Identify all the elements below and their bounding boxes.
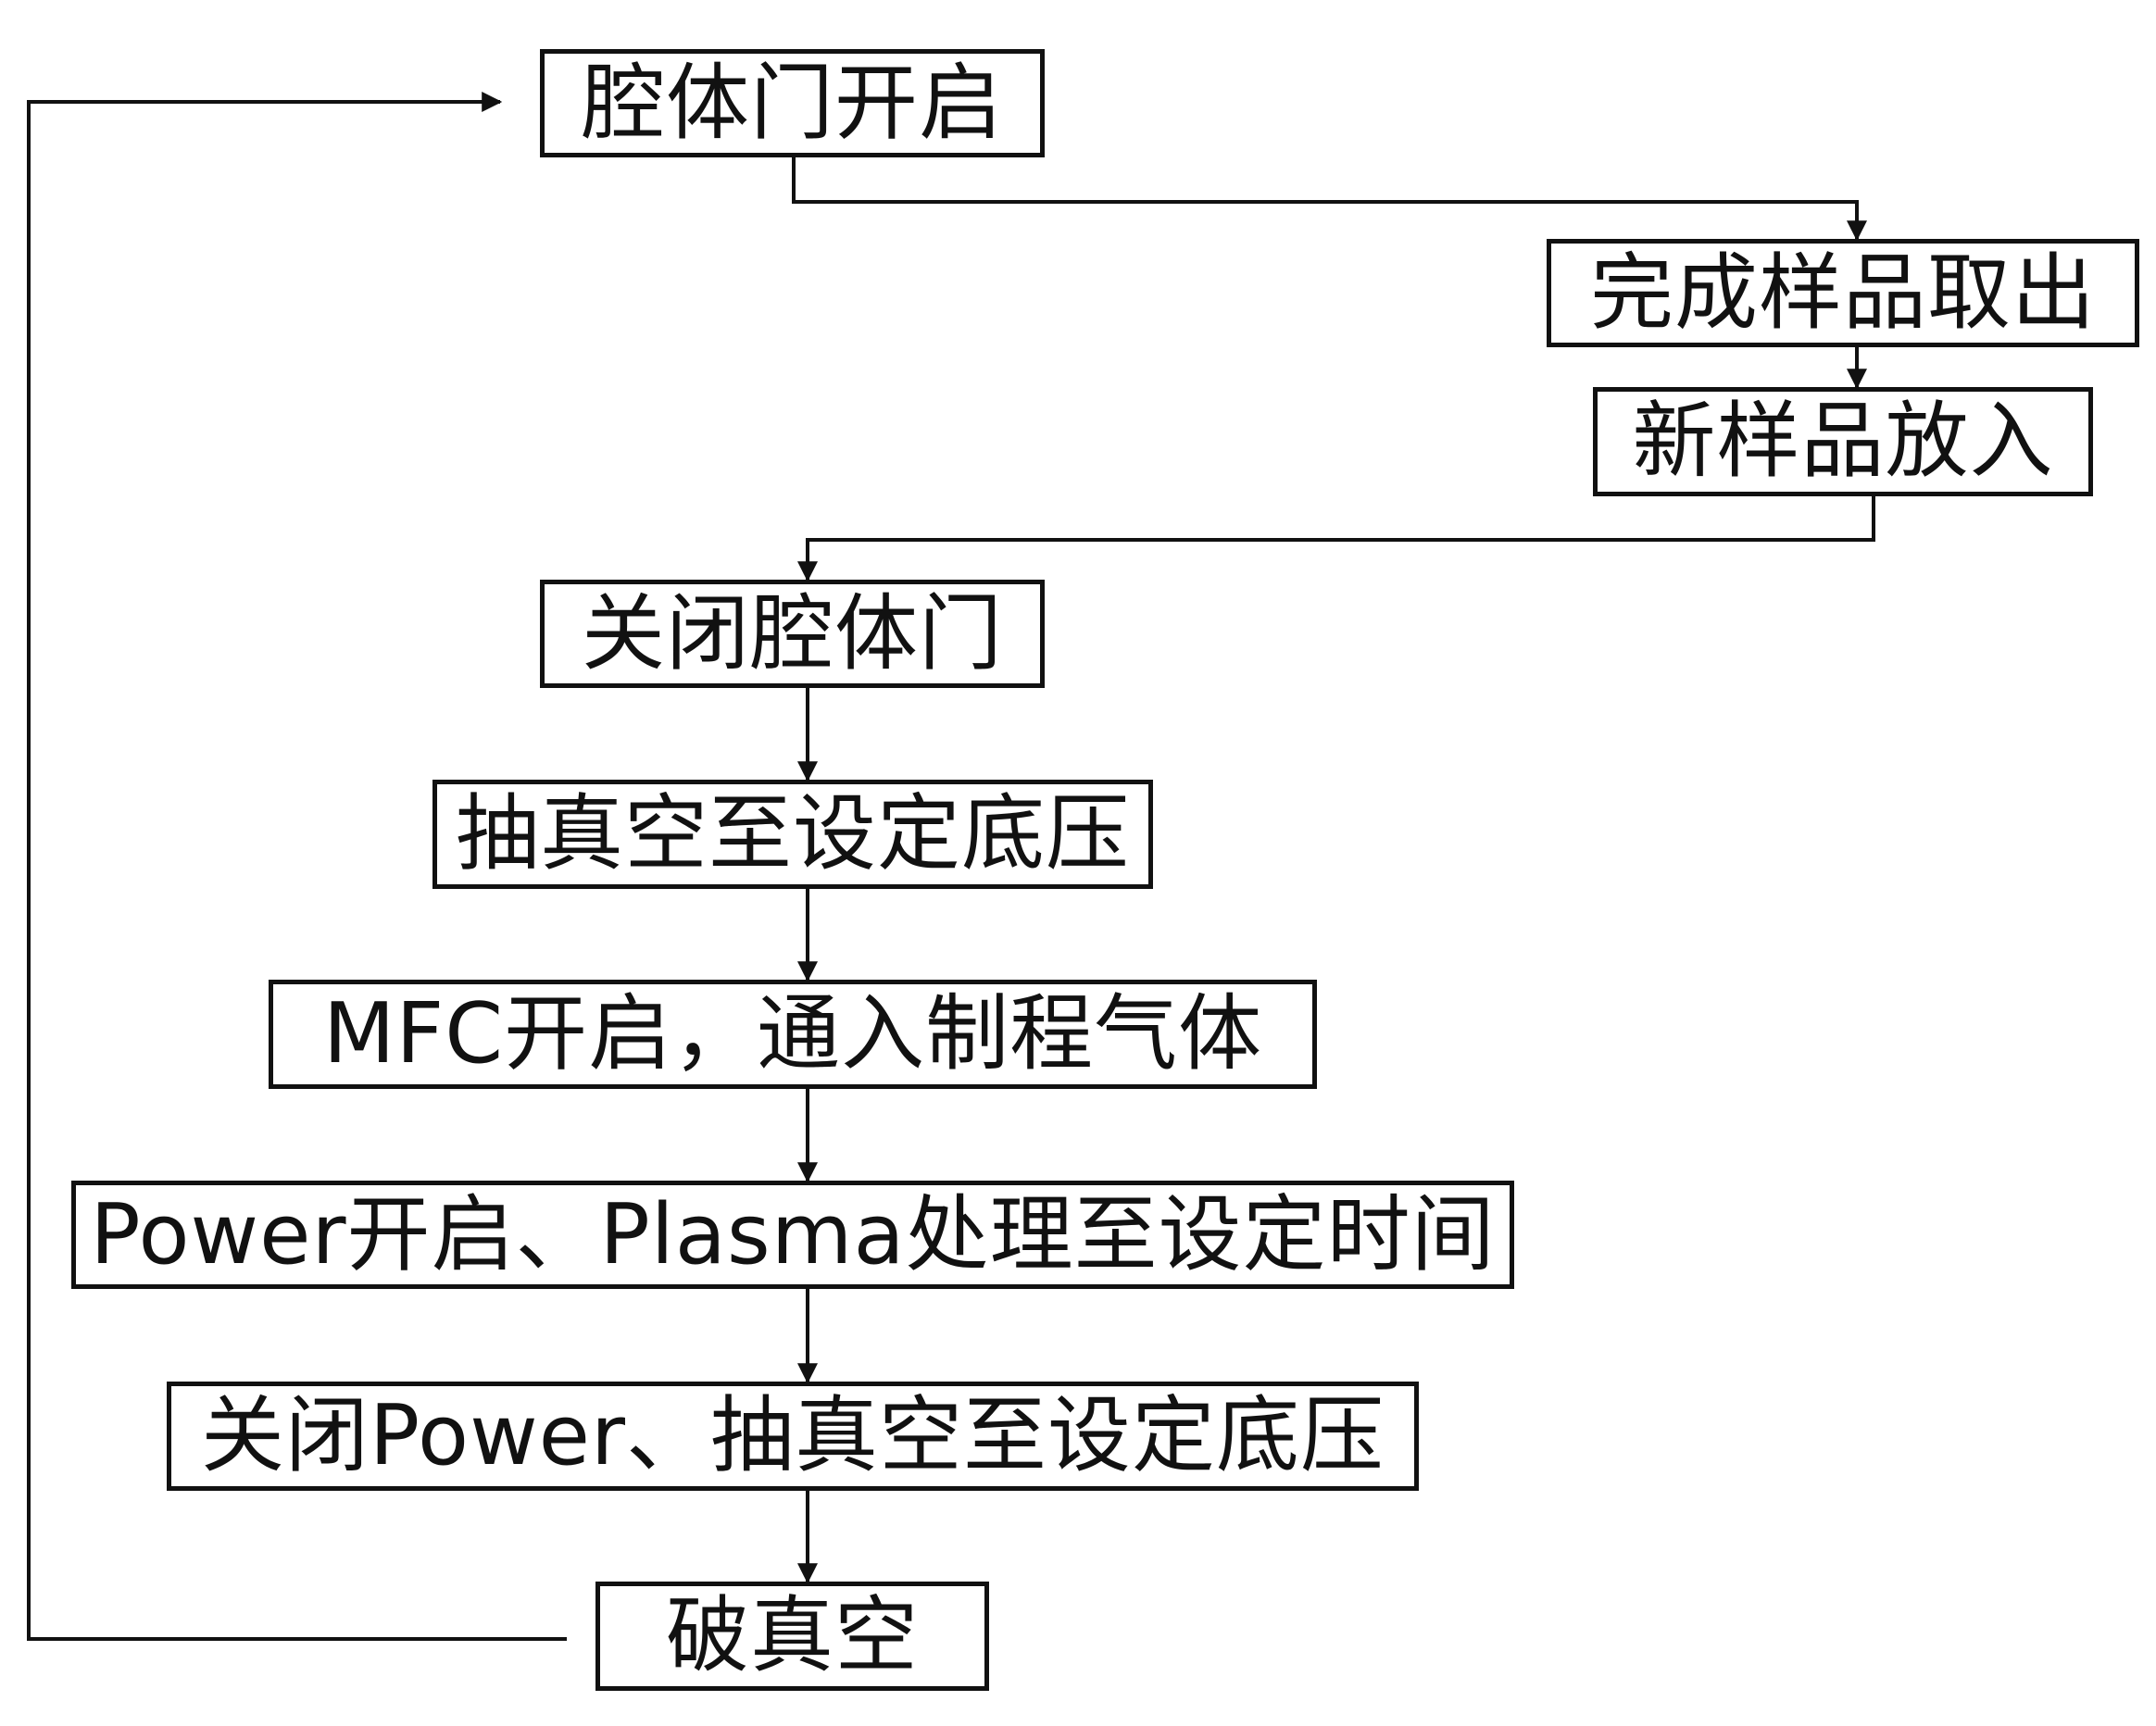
step-power-off-pump: 关闭Power、抽真空至设定底压 [167, 1382, 1419, 1491]
step-put-in-sample: 新样品放入 [1593, 387, 2093, 496]
step-close-door: 关闭腔体门 [540, 580, 1045, 688]
step-open-door-label: 腔体门开启 [582, 54, 1003, 152]
step-take-out-sample: 完成样品取出 [1547, 239, 2139, 347]
step-mfc-process-gas: MFC开启，通入制程气体 [269, 980, 1317, 1089]
step-pump-to-base-pressure: 抽真空至设定底压 [432, 780, 1153, 889]
step-power-plasma-label: Power开启、Plasma处理至设定时间 [90, 1185, 1496, 1283]
step-close-door-label: 关闭腔体门 [582, 584, 1003, 682]
step-open-door: 腔体门开启 [540, 49, 1045, 157]
step-vent: 破真空 [595, 1582, 989, 1691]
step-power-plasma: Power开启、Plasma处理至设定时间 [71, 1181, 1514, 1289]
step-pump-to-base-pressure-label: 抽真空至设定底压 [456, 785, 1130, 882]
step-put-in-sample-label: 新样品放入 [1632, 393, 2054, 490]
arrow-open-to-takeout [792, 157, 1867, 242]
loop-back-arrow [27, 92, 567, 1641]
step-power-off-pump-label: 关闭Power、抽真空至设定底压 [200, 1387, 1385, 1484]
step-take-out-sample-label: 完成样品取出 [1590, 244, 2096, 342]
arrow-putin-to-close [797, 496, 1875, 582]
step-vent-label: 破真空 [666, 1587, 919, 1684]
step-mfc-process-gas-label: MFC开启，通入制程气体 [322, 985, 1263, 1082]
